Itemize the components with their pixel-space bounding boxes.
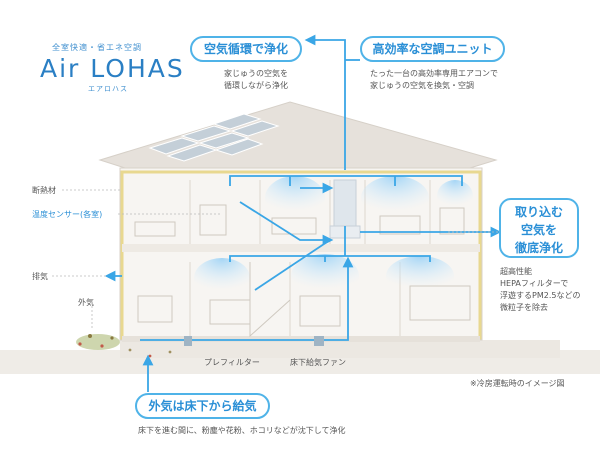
purify-title-2: 空気を <box>520 223 557 237</box>
prefilter-mark <box>184 336 192 346</box>
purify-desc-2: HEPAフィルターで <box>500 279 569 288</box>
purify-desc-4: 微粒子を除去 <box>500 303 548 312</box>
intake-desc: 床下を進む間に、粉塵や花粉、ホコリなどが沈下して浄化 <box>138 426 346 435</box>
purify-title-1: 取り込む <box>514 205 563 219</box>
intake-title: 外気は床下から給気 <box>135 393 270 419</box>
ac-unit-desc-1: たった一台の高効率専用エアコンで <box>370 69 498 78</box>
brand-tagline: 全室快適・省エネ空調 <box>52 43 142 52</box>
ac-unit-title: 高効率な空調ユニット <box>360 36 505 62</box>
roof <box>98 101 498 169</box>
dust-particles <box>76 334 172 358</box>
brand-kana: エアロハス <box>88 85 128 93</box>
ground-floor-slab <box>122 336 480 342</box>
second-floor-slab <box>122 244 480 252</box>
solar-panels <box>148 113 280 162</box>
circulation-title: 空気循環で浄化 <box>190 36 302 62</box>
circulation-desc-2: 循環しながら浄化 <box>224 81 288 90</box>
purify-desc-3: 浮遊するPM2.5などの <box>500 291 581 300</box>
furniture-sketch <box>134 204 471 338</box>
circulation-desc-1: 家じゅうの空気を <box>224 69 288 78</box>
purify-title-box: 取り込む 空気を 徹底浄化 <box>499 198 579 258</box>
outside-air-label: 外気 <box>78 298 94 307</box>
ac-unit-desc-2: 家じゅうの空気を換気・空調 <box>370 81 474 90</box>
insulation-label: 断熱材 <box>32 186 56 195</box>
ac-unit-body <box>333 179 357 227</box>
leader-lines <box>52 189 498 330</box>
underfloor-space <box>120 340 560 358</box>
purify-title-3: 徹底浄化 <box>514 241 563 255</box>
fan-mark <box>314 336 324 346</box>
brand-logo-text: Air LOHAS <box>40 54 185 83</box>
prefilter-label: プレフィルター <box>204 358 260 367</box>
purify-desc-1: 超高性能 <box>500 267 532 276</box>
note-label: ※冷房運転時のイメージ図 <box>470 379 565 388</box>
fan-label: 床下給気ファン <box>290 358 346 367</box>
sensor-label: 温度センサー(各室) <box>32 210 103 219</box>
exhaust-label: 排気 <box>32 272 48 281</box>
